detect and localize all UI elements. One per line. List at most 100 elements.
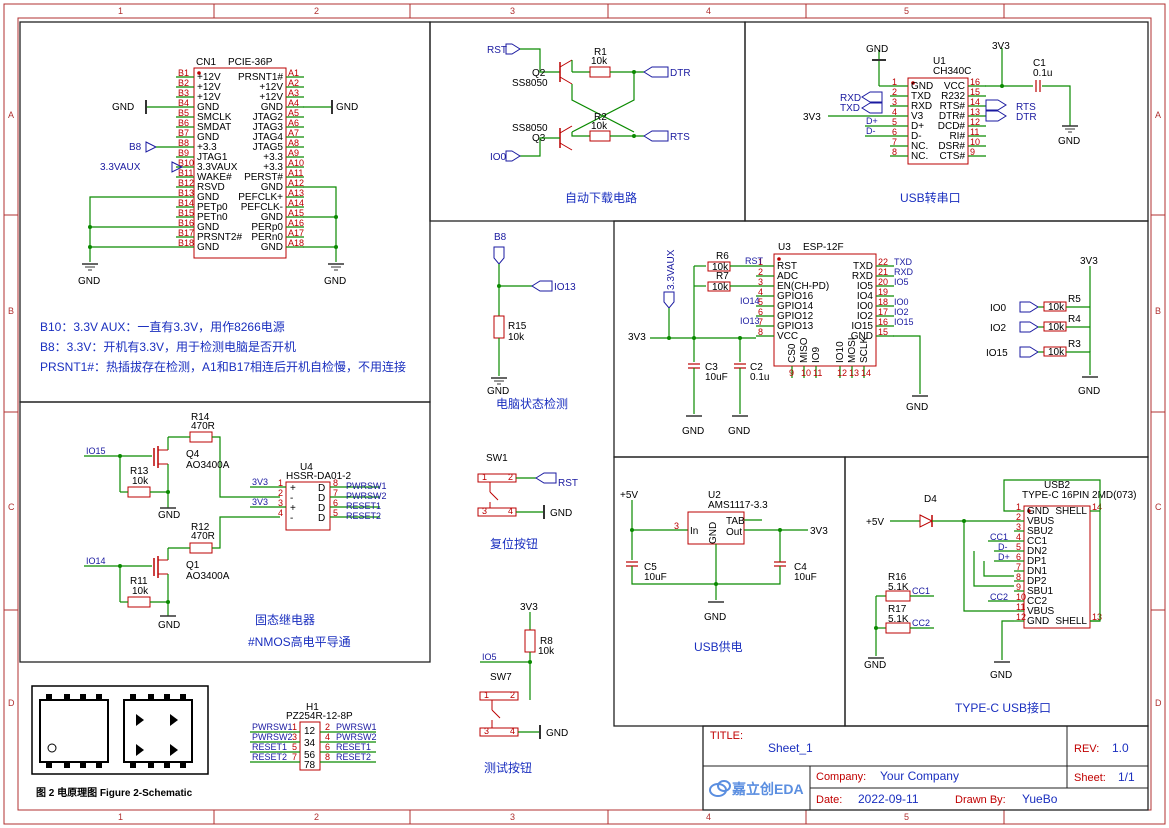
row-label-c: C — [8, 502, 15, 512]
net-3v3-ldo: 3V3 — [810, 526, 828, 537]
gnd-label-pcie-br: GND — [324, 276, 346, 287]
r12-ref: R12 — [191, 522, 210, 533]
r7-val: 10k — [712, 282, 729, 293]
r1-ref: R1 — [594, 47, 607, 58]
net-pwrsw2-h1l: PWRSW2 — [252, 732, 293, 742]
gnd-label-u1: GND — [866, 44, 888, 55]
ch340-r-pin-name: RI# — [949, 131, 965, 142]
net-aux-pcie: 3.3VAUX — [100, 162, 141, 173]
ch340-r-pin-num: 14 — [970, 97, 980, 107]
r12-val: 470R — [191, 531, 215, 542]
net-rst-sw1: RST — [558, 478, 578, 489]
usbc-l-pin-num: 4 — [1016, 532, 1021, 542]
net-dm-typec: D- — [998, 542, 1008, 552]
sw7-ref: SW7 — [490, 672, 512, 683]
pcie-b-pin-num: B6 — [178, 118, 189, 128]
gnd-label-q4: GND — [158, 510, 180, 521]
svg-text:3: 3 — [674, 521, 679, 531]
esp-b-pin-num: 10 — [801, 368, 811, 378]
svg-text:-: - — [290, 513, 293, 524]
esp-r-pin-name: RXD — [852, 271, 873, 282]
svg-text:D: D — [318, 493, 325, 504]
u2-pin-out: Out — [726, 527, 742, 538]
pcie-b-pin-name: +12V — [197, 82, 221, 93]
pcie-b-pin-num: B5 — [178, 108, 189, 118]
esp-r-pin-name: TXD — [853, 261, 873, 272]
pcie-b-pin-num: B14 — [178, 198, 194, 208]
usbc-l-pin-name: SBU2 — [1027, 526, 1054, 537]
usbc-l-pin-name: SBU1 — [1027, 586, 1054, 597]
usbc-l-pin-num: 2 — [1016, 512, 1021, 522]
esp-b-pin-name: IO10 — [835, 341, 846, 363]
r6-val: 10k — [712, 262, 729, 273]
c4-ref: C4 — [794, 562, 807, 573]
title-reset-button: 复位按钮 — [490, 536, 538, 551]
sw1-ref: SW1 — [486, 453, 508, 464]
esp-l-pin-num: 6 — [758, 307, 763, 317]
esp-l-pin-name: EN(CH-PD) — [777, 281, 829, 292]
row-label-d: D — [8, 698, 15, 708]
sheet-label: Sheet: — [1074, 772, 1106, 784]
net-rst-ad: RST — [487, 45, 507, 56]
ch340-l-pin-name: D- — [911, 131, 922, 142]
r17-val: 5.1K — [888, 614, 909, 625]
r15-ref: R15 — [508, 321, 527, 332]
pcie-b-pin-num: B2 — [178, 78, 189, 88]
usb2-part: TYPE-C 16PIN 2MD(073) — [1022, 490, 1136, 501]
esp-r-pin-num: 20 — [878, 277, 888, 287]
pcie-b-pin-name: GND — [197, 192, 219, 203]
pcie-a-pin-num: A2 — [288, 78, 299, 88]
pcie-a-pin-name: PEFCLK+ — [238, 192, 283, 203]
ch340-l-pin-num: 6 — [892, 127, 897, 137]
pcie-b-pin-num: B12 — [178, 178, 194, 188]
esp-r-pin-num: 19 — [878, 287, 888, 297]
esp-net-label: RXD — [894, 267, 914, 277]
sheet-value: 1/1 — [1118, 770, 1135, 784]
net-reset2-h1l: RESET2 — [252, 752, 287, 762]
r2-ref: R2 — [594, 112, 607, 123]
net-rts-ad: RTS — [670, 132, 690, 143]
svg-text:8: 8 — [325, 752, 330, 762]
c5-ref: C5 — [644, 562, 657, 573]
r8-ref: R8 — [540, 636, 553, 647]
gnd-label-c3: GND — [682, 426, 704, 437]
col-label-3: 3 — [510, 6, 515, 16]
pcie-b-pin-name: RSVD — [197, 182, 225, 193]
ch340-l-pin-num: 1 — [892, 77, 897, 87]
esp-l-pin-num: 4 — [758, 287, 763, 297]
ch340-r-pin-num: 13 — [970, 107, 980, 117]
svg-text:12: 12 — [304, 726, 316, 737]
pcie-a-pin-name: JTAG3 — [253, 122, 284, 133]
title-pc-status: 电脑状态检测 — [496, 396, 568, 411]
svg-text:78: 78 — [304, 760, 316, 771]
ch340-l-pin-name: NC. — [911, 151, 928, 162]
gnd-label-pcie-left: GND — [112, 102, 134, 113]
svg-text:5: 5 — [333, 508, 338, 518]
esp-b-pin-num: 12 — [837, 368, 847, 378]
esp-b-pin-name: CS0 — [787, 343, 798, 363]
pcie-b-pin-num: B13 — [178, 188, 194, 198]
net-cc2-typec: CC2 — [990, 592, 1008, 602]
pcie-b-pin-name: WAKE# — [197, 172, 232, 183]
svg-text:7: 7 — [292, 752, 297, 762]
usbc-l-pin-num: 10 — [1016, 592, 1026, 602]
pcie-a-pin-num: A10 — [288, 158, 304, 168]
pcie-b-pin-num: B16 — [178, 218, 194, 228]
pcie-a-pin-num: A18 — [288, 238, 304, 248]
ch340-l-pin-num: 5 — [892, 117, 897, 127]
col-label-1-bottom: 1 — [118, 812, 123, 822]
gnd-label-ldo: GND — [704, 612, 726, 623]
net-txd-u1: TXD — [840, 103, 860, 114]
title-typec: TYPE-C USB接口 — [955, 700, 1051, 715]
r16-val: 5.1K — [888, 582, 909, 593]
pcie-b-pin-name: PETp0 — [197, 202, 228, 213]
net-dp-typec: D+ — [998, 552, 1010, 562]
pcie-part: PCIE-36P — [228, 57, 273, 68]
usbc-l-pin-name: GND — [1027, 616, 1049, 627]
gnd-label-pcie-bl: GND — [78, 276, 100, 287]
esp-l-pin-name: GPIO16 — [777, 291, 814, 302]
net-reset2-h1r: RESET2 — [336, 752, 371, 762]
row-label-a: A — [8, 110, 14, 120]
pcie-a-pin-name: +12V — [259, 92, 283, 103]
